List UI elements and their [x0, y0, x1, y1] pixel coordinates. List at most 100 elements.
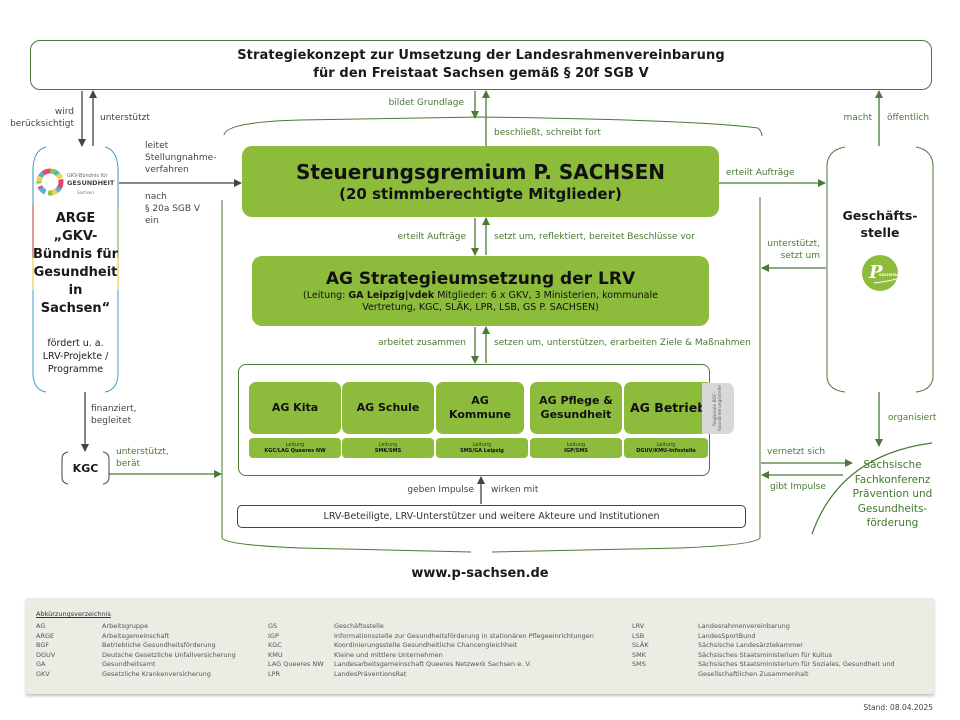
abbreviation-key: SMK [632, 650, 646, 659]
abbreviation-row: KGC Koordinierungsstelle Gesundheitliche … [268, 641, 594, 651]
abbreviation-row: LRV Landesrahmenvereinbarung [632, 622, 895, 632]
arge-bracket-bottom-right [104, 374, 119, 393]
steering-title: Steuerungsgremium P. SACHSEN [295, 159, 666, 184]
label-setzt-um-reflektiert: setzt um, reflektiert, bereitet Beschlüs… [494, 232, 695, 242]
gkv-buendnis-logo: GKV-Bündnis für GESUNDHEIT Sachsen [36, 168, 115, 196]
strategy-concept-box: Strategiekonzept zur Umsetzung der Lande… [30, 40, 932, 90]
label-vernetzt-sich: vernetzt sich [767, 447, 826, 457]
abbreviation-key: LAG Queeres NW [268, 660, 324, 669]
steering-subtitle: (20 stimmberechtigte Mitglieder) [339, 184, 622, 203]
label-finanziert: finanziert, begleitet [91, 404, 137, 426]
abbreviation-key: GA [36, 660, 46, 669]
p-sachsen-logo: P SACHSEN [862, 255, 900, 291]
abbreviation-value: LandesPräventionsRat [334, 669, 407, 678]
label-leitet: leitet Stellungnahme- verfahren [145, 141, 217, 175]
label-beruecksichtigt: berücksichtigt [10, 119, 74, 129]
arge-bracket-bottom-left [32, 374, 47, 393]
label-erteilt-auftraege-down: erteilt Aufträge [397, 232, 466, 242]
label-nach: nach § 20a SGB V ein [145, 192, 201, 226]
abbreviation-value: Sächsisches Staatsministerium für Kultus [698, 650, 833, 659]
abbreviation-value: Kleine und mittlere Unternehmen [334, 650, 443, 659]
label-gibt-impulse: gibt Impulse [770, 482, 826, 492]
abbreviation-value: Gesetzliche Krankenversicherung [102, 669, 211, 678]
arge-subtitle: fördert u. a. LRV-Projekte / Programme [42, 338, 109, 375]
svg-text:SACHSEN: SACHSEN [879, 273, 898, 277]
abbreviation-key: GS [268, 622, 278, 630]
abbreviation-value: Gesellschaftlichen Zusammenhalt [698, 669, 809, 678]
abbreviation-value: Deutsche Gesetzliche Unfallversicherung [102, 650, 236, 659]
abbreviation-key: AG [36, 622, 46, 630]
abbreviation-row: GA Gesundheitsamt [36, 660, 236, 670]
abbreviation-value: Landesrahmenvereinbarung [698, 622, 790, 630]
abbreviation-key [632, 670, 698, 680]
abbreviation-row: GKV Gesetzliche Krankenversicherung [36, 670, 236, 680]
label-organisiert: organisiert [888, 413, 937, 423]
abbreviation-key: LSB [632, 631, 645, 640]
frame-top-curve [223, 116, 763, 137]
wg-schule: AG Schule [342, 382, 434, 434]
arge-title: ARGE „GKV- Bündnis für Gesundheit in Sac… [32, 211, 119, 316]
label-wirken-mit: wirken mit [491, 485, 539, 495]
abbreviation-value: Gesundheitsamt [102, 660, 156, 669]
svg-text:Sachsen: Sachsen [77, 190, 94, 195]
abbreviation-value: Sächsische Landesärztekammer [698, 641, 803, 650]
label-wird: wird [54, 107, 74, 117]
abbreviation-key: SMS [632, 660, 646, 669]
abbreviation-key: BGF [36, 641, 50, 650]
abbreviation-key: GKV [36, 669, 50, 678]
label-unterstuetzt-setzt-um: unterstützt, setzt um [767, 239, 820, 261]
abbreviation-key: IGP [268, 631, 279, 640]
label-bildet-grundlage: bildet Grundlage [388, 98, 464, 108]
stand-date: Stand: 08.04.2025 [863, 703, 933, 712]
abbreviation-value: LandesSportBund [698, 631, 756, 640]
abbreviation-row: DGUV Deutsche Gesetzliche Unfallversicher… [36, 651, 236, 661]
label-oeffentlich: öffentlich [887, 113, 930, 123]
abbreviation-value: Informationsstelle zur Gesundheitsförder… [334, 631, 594, 640]
label-geben-impulse: geben Impulse [407, 485, 474, 495]
steering-committee-box: Steuerungsgremium P. SACHSEN (20 stimmbe… [242, 146, 719, 217]
geschaeftsstelle-title: Geschäfts- stelle [842, 208, 918, 240]
wg-kommune: AG Kommune [436, 382, 524, 434]
abbreviation-row: IGP Informationsstelle zur Gesundheitsför… [268, 632, 594, 642]
abbreviation-value: Landesarbeitsgemeinschaft Queeres Netzwe… [334, 660, 532, 669]
strategy-concept-line2: für den Freistaat Sachsen gemäß § 20f SG… [313, 66, 649, 81]
abbreviation-row: Gesellschaftlichen Zusammenhalt [632, 670, 895, 680]
abbreviation-panel [26, 598, 934, 694]
svg-text:GESUNDHEIT: GESUNDHEIT [67, 179, 115, 187]
label-unterstuetzt-header: unterstützt [100, 113, 150, 123]
abbreviation-value: Arbeitsgruppe [102, 622, 149, 630]
actors-box: LRV-Beteiligte, LRV-Unterstützer und wei… [237, 505, 746, 528]
abbreviation-value: Koordinierungsstelle Gesundheitliche Cha… [334, 641, 518, 650]
abbreviation-title: Abkürzungsverzeichnis [36, 610, 111, 618]
abbreviation-row: LAG Queeres NW Landesarbeitsgemeinschaft … [268, 660, 594, 670]
abbreviation-key: LRV [632, 622, 645, 630]
fachkonferenz-label: Sächsische Fachkonferenz Prävention und … [852, 459, 933, 529]
abbreviation-row: LSB LandesSportBund [632, 632, 895, 642]
abbreviation-key: ARGE [36, 631, 55, 640]
frame-bottom-curve [221, 537, 761, 553]
wg-betrieb: AG Betrieb [624, 382, 708, 434]
abbreviation-key: DGUV [36, 650, 56, 659]
website-link[interactable]: www.p-sachsen.de [411, 566, 549, 581]
label-arbeitet-zusammen: arbeitet zusammen [378, 338, 466, 348]
abbreviation-key: KGC [268, 641, 282, 650]
abbreviation-value: Geschäftsstelle [334, 622, 384, 630]
ag-strategy-members: (Leitung: GA Leipzig|vdek Mitglieder: 6 … [303, 289, 658, 301]
abbreviation-value: Betriebliche Gesundheitsförderung [102, 641, 216, 650]
gs-bracket-left [826, 146, 846, 393]
abbreviation-row: LPR LandesPräventionsRat [268, 670, 594, 680]
abbreviation-key: LPR [268, 669, 281, 678]
abbreviation-value: Arbeitsgemeinschaft [102, 631, 170, 640]
svg-text:P: P [868, 262, 883, 283]
bgf-coordination-tab: Regionale BGF-Koordinierungsstelle [702, 383, 734, 434]
label-kgc-unterstuetzt: unterstützt, berät [116, 447, 169, 469]
wg-pflege: AG Pflege & Gesundheit [530, 382, 622, 434]
